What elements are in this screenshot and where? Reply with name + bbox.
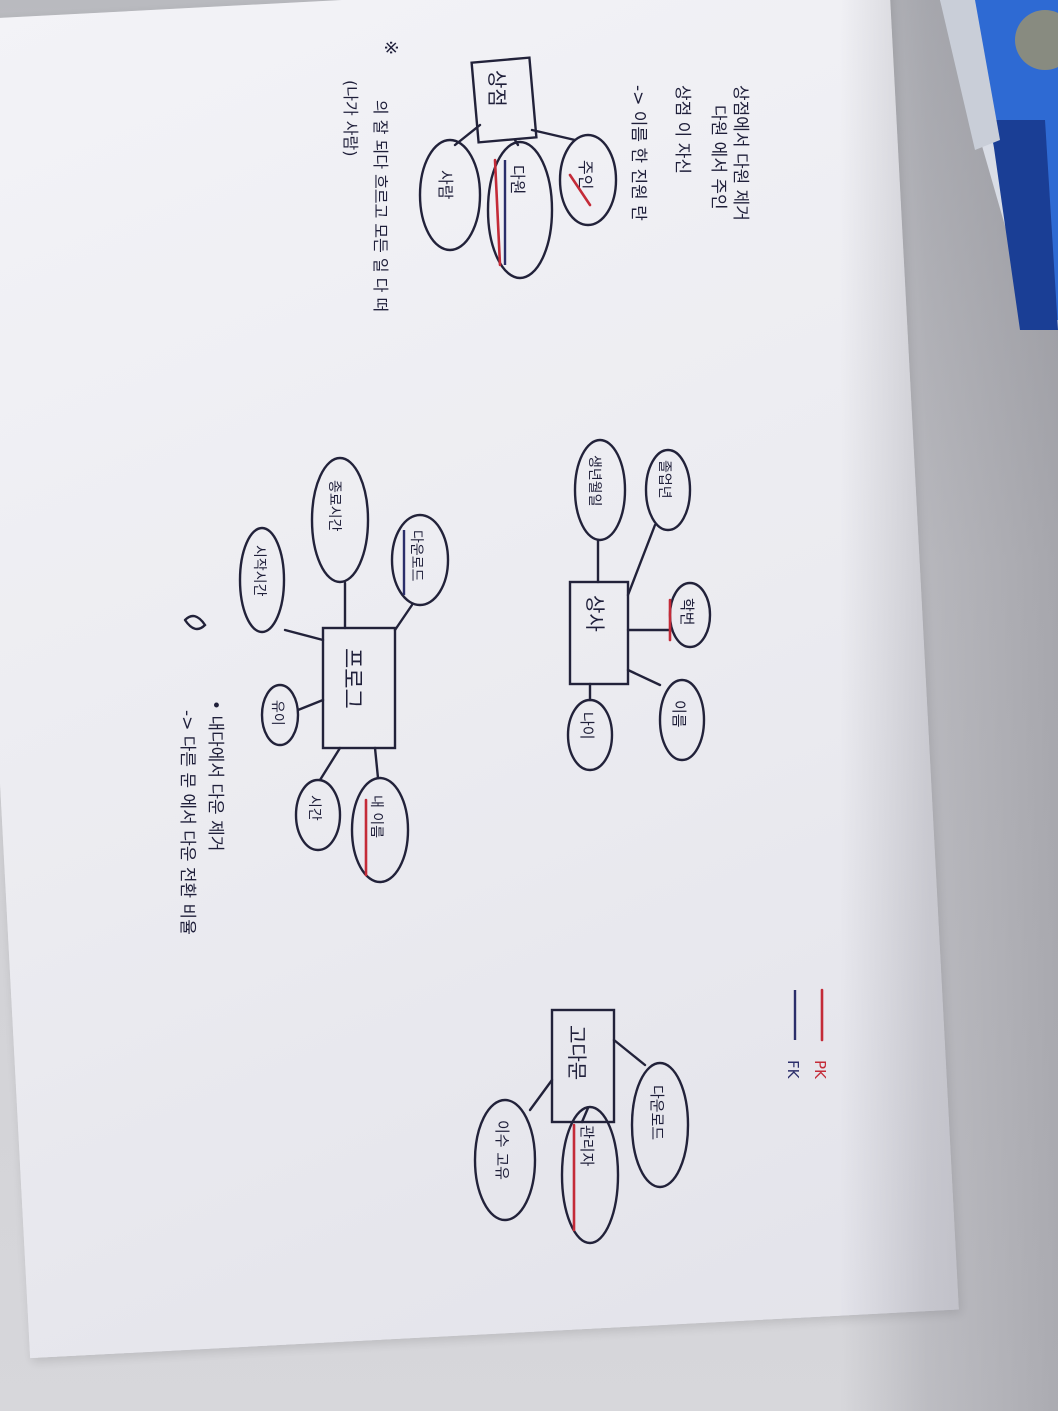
diagram-2-attr-5: 나이 <box>578 712 596 740</box>
diagram-3-attr-5: 시간 <box>306 795 322 821</box>
note-line-1b: 다원 에서 주인 <box>708 105 728 210</box>
diagram-3-attr-4: 유이 <box>269 700 285 726</box>
pen <box>940 0 1058 330</box>
legend-pk-label: PK <box>811 1060 829 1080</box>
top-notes: 상점에서 다원 제거 다원 에서 주인 상점 이 자신 -> 이름 한 진원 란 <box>628 85 750 221</box>
note-line-2: 상점 이 자신 <box>672 85 692 174</box>
diagram-1-attr-3: 주인 <box>576 160 595 189</box>
note-arrow: -> 이름 한 진원 란 <box>628 85 648 221</box>
diagram-2: 상사 생년월일 졸업년 학번 이름 나이 <box>566 438 712 772</box>
diagram-3-attr-6: 내 이름 <box>368 795 384 838</box>
diagram-2-center: 상사 <box>583 595 607 632</box>
diagram-3-attr-3: 시작시간 <box>251 545 267 597</box>
legend: PK FK <box>784 988 829 1080</box>
bottom-note-1: • 내다에서 다운 제거 <box>205 700 225 851</box>
diagram-3-center: 프로그 <box>339 648 364 709</box>
scribble-mark <box>183 614 207 631</box>
side-notes: ※ 의 잘 되다 흐르고 모든 일 다 떠 (나가 사람) <box>341 40 401 312</box>
diagram-2-attr-2: 졸업년 <box>656 460 672 499</box>
diagram-1-center: 상점 <box>485 70 509 107</box>
bottom-notes: • 내다에서 다운 제거 -> 다른 문 에서 다운 전환 비율 <box>177 700 225 935</box>
diagram-4-center: 고다문 <box>565 1025 589 1080</box>
diagram-2-attr-1: 생년월일 <box>586 455 602 507</box>
diagram-3-attr-2: 다운로드 <box>408 530 424 582</box>
diagram-4-attr-1: 다운로드 <box>648 1085 666 1140</box>
pk-underline-1 <box>493 158 502 267</box>
diagram-2-attr-3: 학번 <box>678 598 696 626</box>
diagram-1: 상점 사람 다원 주인 <box>418 56 618 280</box>
diagram-3: 프로그 종료시간 다운로드 시작시간 유이 시간 내 이름 <box>183 456 450 884</box>
diagram-4-attr-2: 관리자 <box>578 1125 596 1167</box>
diagram-4: 고다문 다운로드 관리자 이수 고유 <box>473 1008 690 1245</box>
side-note-2: (나가 사람) <box>341 80 360 156</box>
side-note-1: 의 잘 되다 흐르고 모든 일 다 떠 <box>371 100 390 312</box>
side-star: ※ <box>380 40 401 55</box>
diagram-1-attr-2: 다원 <box>508 165 527 194</box>
note-line-1: 상점에서 다원 제거 <box>730 85 750 221</box>
bottom-note-2: -> 다른 문 에서 다운 전환 비율 <box>177 710 197 935</box>
legend-fk-label: FK <box>784 1060 802 1080</box>
diagram-4-attr-3: 이수 고유 <box>493 1120 511 1180</box>
diagram-3-attr-1: 종료시간 <box>326 480 342 532</box>
diagram-2-attr-4: 이름 <box>670 700 688 728</box>
diagram-1-attr-1: 사람 <box>436 170 455 200</box>
